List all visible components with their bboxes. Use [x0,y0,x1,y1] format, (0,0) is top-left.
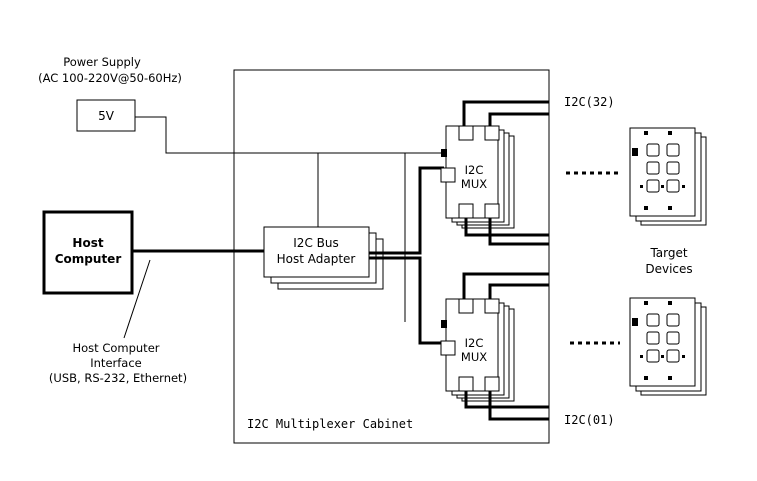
device-bottom-chip-6 [666,349,680,363]
mux-bottom-power-pin [441,320,447,328]
device-top-chip-1 [646,143,660,157]
device-top-dot-3 [682,185,685,188]
mux-top-label-1: I2C [465,163,484,177]
power-supply-title: Power Supply [63,55,141,69]
bus-to-top-mux [369,166,444,255]
device-top-dot-1 [640,185,643,188]
bottom-bus-out-4 [488,391,549,421]
host-adapter-label-1: I2C Bus [293,236,338,250]
host-computer-label-2: Computer [55,252,122,266]
mux-bottom-port-ml [440,340,456,356]
device-top-dot-2 [661,185,664,188]
bottom-bus-out-1 [462,272,549,299]
power-supply-box [76,99,136,132]
power-wire [135,116,448,154]
power-supply-voltage: 5V [98,109,115,123]
mux-bottom-port-tl [458,298,474,314]
host-adapter-box [263,226,370,278]
device-top-chip-6 [666,179,680,193]
device-top-board [629,127,696,217]
device-bottom-connector [632,318,638,326]
device-top-mark-2 [668,131,672,135]
top-bus-out-3 [464,218,549,237]
device-bottom-dot-3 [682,355,685,358]
mux-bottom-port-br [484,376,500,392]
device-top-mark-4 [668,206,672,210]
mux-bottom-port-bl [458,376,474,392]
mux-bottom-port-tr [484,298,500,314]
interface-label-3: (USB, RS-232, Ethernet) [49,371,187,385]
device-top-chip-5 [646,179,660,193]
host-adapter-label-2: Host Adapter [277,252,356,266]
cabinet-label: I2C Multiplexer Cabinet [247,417,413,431]
host-computer-label-1: Host [72,236,103,250]
mux-top-port-bl [458,203,474,219]
device-top-connector [632,148,638,156]
top-bus-out-1 [462,100,549,126]
mux-bottom-label-2: MUX [461,350,487,364]
bus-label-top: I2C(32) [564,95,615,109]
device-top-chip-2 [666,143,680,157]
device-top-mark-1 [644,131,648,135]
bottom-bus-out-2 [488,283,549,299]
device-bottom-mark-1 [644,301,648,305]
interface-pointer [123,259,151,339]
device-bottom-chip-4 [666,331,680,345]
top-bus-out-2 [488,112,549,126]
interface-label-1: Host Computer [72,341,159,355]
bus-to-bottom-mux [369,256,444,345]
target-device-bottom [629,297,707,396]
device-bottom-chip-5 [646,349,660,363]
mux-top-stack: I2C MUX [440,125,515,229]
device-bottom-chip-2 [666,313,680,327]
device-bottom-mark-3 [644,376,648,380]
mux-top-power-pin [441,149,447,157]
mux-top-label-2: MUX [461,177,487,191]
target-devices-label-1: Target [649,246,687,260]
top-bus-out-4 [488,218,549,246]
device-top-mark-3 [644,206,648,210]
device-bottom-dot-1 [640,355,643,358]
device-bottom-chip-1 [646,313,660,327]
bottom-bus-out-3 [464,391,549,409]
target-devices-label-2: Devices [645,262,692,276]
target-device-top [629,127,707,226]
power-supply-spec: (AC 100-220V@50-60Hz) [38,71,182,85]
device-bottom-board [629,297,696,387]
multiplexer-cabinet [233,69,550,444]
device-top-chip-4 [666,161,680,175]
mux-top-port-br [484,203,500,219]
mux-bottom-label-1: I2C [465,336,484,350]
device-bottom-mark-2 [668,301,672,305]
device-top-chip-3 [646,161,660,175]
mux-top-port-tr [484,125,500,141]
mux-bottom-stack: I2C MUX [440,298,515,402]
mux-top-port-ml [440,167,456,183]
interface-label-2: Interface [90,356,142,370]
device-bottom-mark-4 [668,376,672,380]
device-bottom-chip-3 [646,331,660,345]
mux-top-port-tl [458,125,474,141]
device-bottom-dot-2 [661,355,664,358]
bus-label-bottom: I2C(01) [564,413,615,427]
